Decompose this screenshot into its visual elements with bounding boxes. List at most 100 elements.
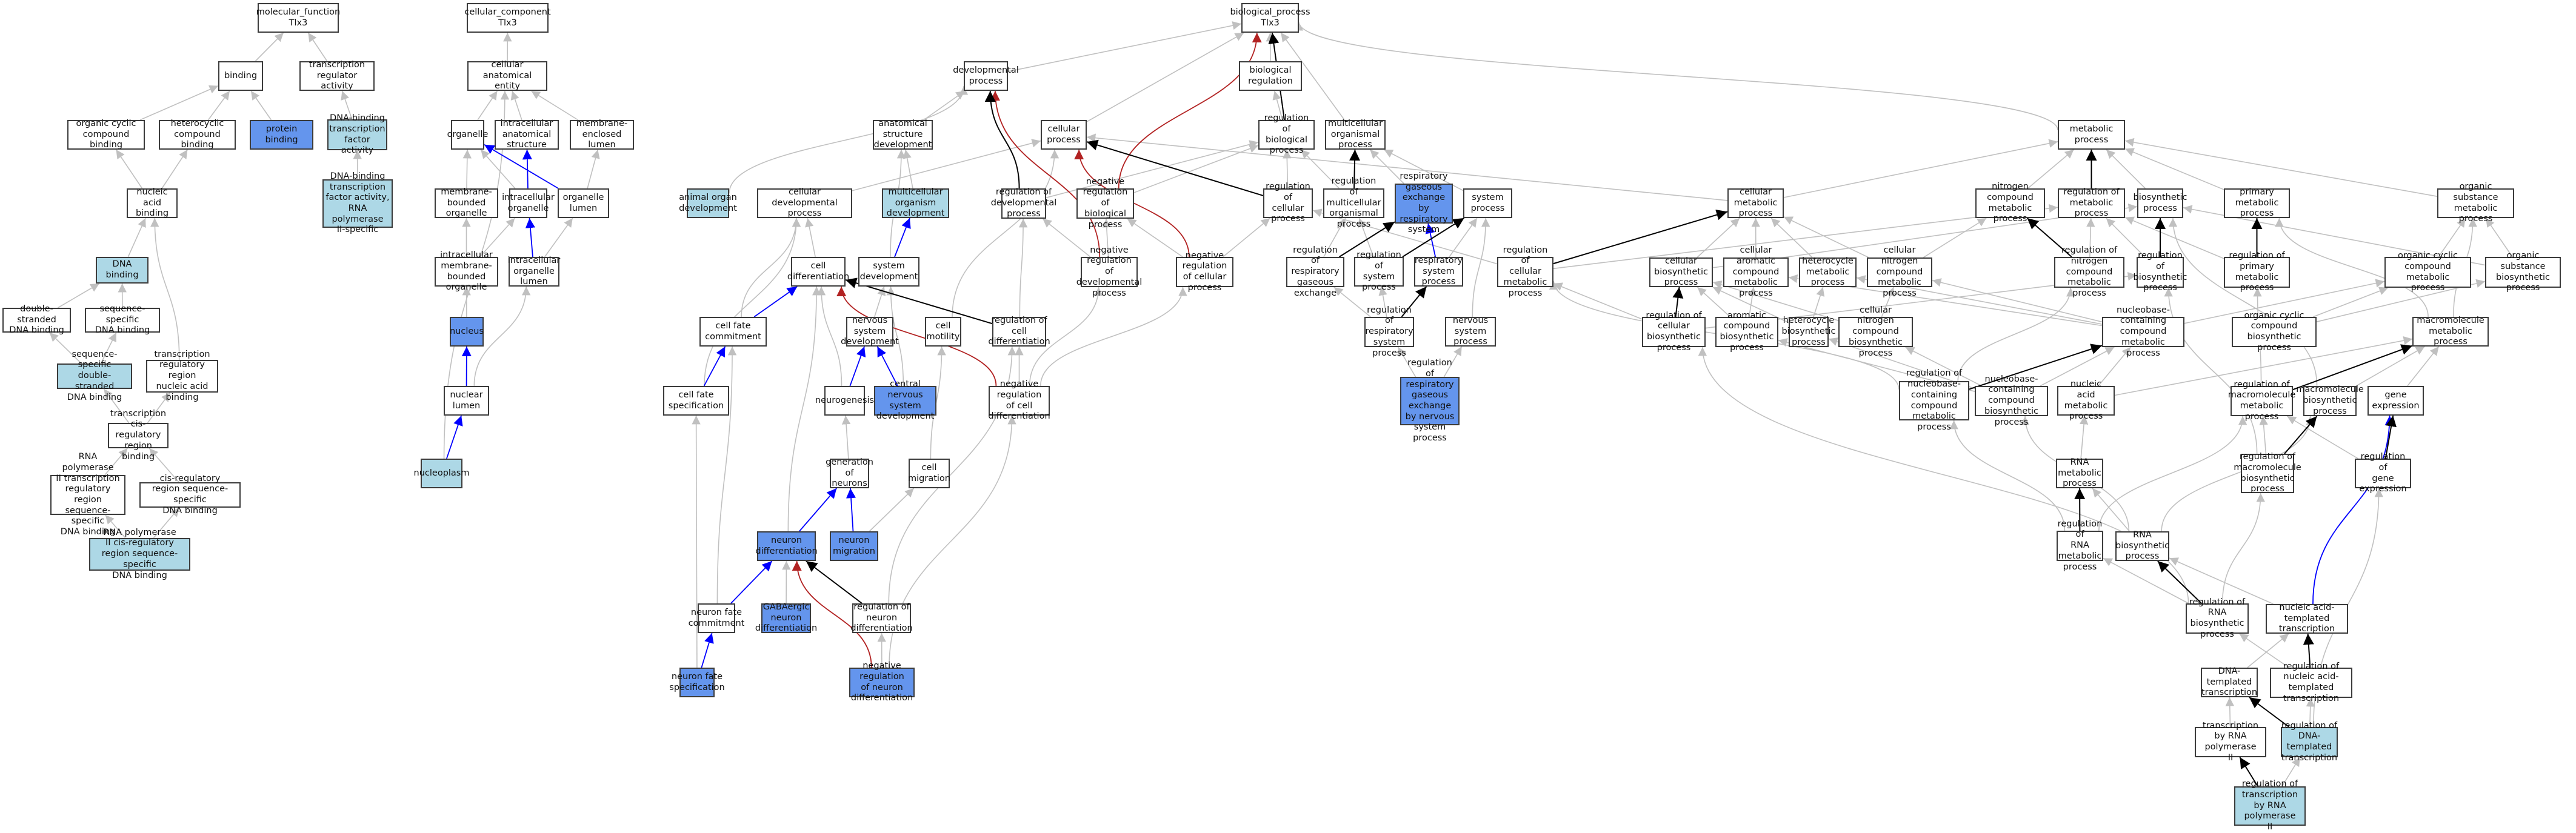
node-cellular-biosynthetic-process[interactable]: cellular biosynthetic process — [1649, 257, 1713, 287]
node-central-nervous-system-development[interactable]: central nervous system development — [874, 386, 936, 416]
node-cellular-metabolic-process[interactable]: cellular metabolic process — [1727, 188, 1784, 218]
node-dbtf-activity-rnap2-specific[interactable]: DNA-binding transcription factor activit… — [322, 179, 393, 228]
node-regulation-of-macromolecule-metabolic-process[interactable]: regulation of macromolecule metabolic pr… — [2231, 386, 2293, 416]
node-intracellular-organelle-lumen[interactable]: intracellular organelle lumen — [509, 257, 559, 287]
node-nucleus[interactable]: nucleus — [450, 317, 484, 347]
node-rna-metabolic-process[interactable]: RNA metabolic process — [2056, 459, 2103, 488]
node-heterocyclic-compound-binding[interactable]: heterocyclic compound binding — [159, 120, 236, 150]
node-regulation-of-cell-differentiation[interactable]: regulation of cell differentiation — [992, 317, 1046, 347]
node-system-process[interactable]: system process — [1463, 188, 1512, 218]
node-regulation-of-biosynthetic-process[interactable]: regulation of biosynthetic process — [2137, 257, 2184, 288]
node-negative-regulation-of-developmental-process[interactable]: negative regulation of developmental pro… — [1081, 257, 1138, 287]
node-organelle-lumen[interactable]: organelle lumen — [558, 188, 609, 218]
node-dna-binding-transcription-factor-activity[interactable]: DNA-binding transcription factor activit… — [327, 119, 387, 150]
node-intracellular-anatomical-structure[interactable]: intracellular anatomical structure — [495, 120, 559, 150]
node-cell-fate-commitment[interactable]: cell fate commitment — [699, 317, 767, 347]
node-dna-binding[interactable]: DNA binding — [96, 257, 148, 284]
node-regulation-of-rna-biosynthetic-process[interactable]: regulation of RNA biosynthetic process — [2186, 603, 2249, 634]
node-negative-regulation-of-biological-process[interactable]: negative regulation of biological proces… — [1076, 188, 1134, 219]
node-regulation-of-transcription-by-rna-polymerase-ii[interactable]: regulation of transcription by RNA polym… — [2234, 786, 2306, 826]
node-nucleic-acid-templated-transcription[interactable]: nucleic acid-templated transcription — [2266, 604, 2348, 634]
node-nucleoplasm[interactable]: nucleoplasm — [421, 459, 462, 488]
node-regulation-of-metabolic-process[interactable]: regulation of metabolic process — [2058, 188, 2125, 218]
node-cellular-process[interactable]: cellular process — [1041, 120, 1087, 150]
node-organelle[interactable]: organelle — [451, 120, 484, 150]
node-cell-motility[interactable]: cell motility — [925, 317, 961, 347]
node-regulation-of-multicellular-organismal-process[interactable]: regulation of multicellular organismal p… — [1323, 188, 1384, 218]
node-metabolic-process[interactable]: metabolic process — [2058, 120, 2125, 150]
node-regulation-of-respiratory-gaseous-exchange[interactable]: regulation of respiratory gaseous exchan… — [1286, 257, 1344, 287]
node-double-stranded-dna-binding[interactable]: double-stranded DNA binding — [2, 308, 71, 333]
node-rna-biosynthetic-process[interactable]: RNA biosynthetic process — [2115, 531, 2169, 561]
node-multicellular-organism-development[interactable]: multicellular organism development — [882, 188, 949, 218]
node-cellular-nitrogen-compound-metabolic-process[interactable]: cellular nitrogen compound metabolic pro… — [1867, 257, 1932, 287]
node-membrane-enclosed-lumen[interactable]: membrane-enclosed lumen — [570, 120, 634, 150]
node-transcription-regulatory-region-nucleic-acid-binding[interactable]: transcription regulatory region nucleic … — [146, 360, 218, 393]
node-organic-cyclic-compound-binding[interactable]: organic cyclic compound binding — [67, 120, 145, 150]
node-negative-regulation-of-neuron-differentiation[interactable]: negative regulation of neuron differenti… — [849, 668, 915, 697]
node-heterocycle-metabolic-process[interactable]: heterocycle metabolic process — [1799, 257, 1857, 287]
node-intracellular-organelle[interactable]: intracellular organelle — [509, 188, 547, 218]
node-regulation-of-developmental-process[interactable]: regulation of developmental process — [1001, 188, 1046, 219]
node-neuron-migration[interactable]: neuron migration — [830, 531, 878, 561]
node-cell-differentiation[interactable]: cell differentiation — [791, 257, 846, 287]
node-neurogenesis[interactable]: neurogenesis — [824, 386, 865, 416]
node-respiratory-system-process[interactable]: respiratory system process — [1414, 257, 1463, 287]
node-negative-regulation-of-cell-differentiation[interactable]: negative regulation of cell differentiat… — [989, 386, 1050, 416]
node-regulation-of-primary-metabolic-process[interactable]: regulation of primary metabolic process — [2224, 257, 2290, 288]
node-multicellular-organismal-process[interactable]: multicellular organismal process — [1325, 120, 1386, 150]
node-binding[interactable]: binding — [218, 61, 263, 91]
node-developmental-process[interactable]: developmental process — [964, 61, 1008, 91]
node-regulation-of-nucleobase-containing-compound-metabolic-process[interactable]: regulation of nucleobase-containing comp… — [1899, 381, 1969, 420]
node-regulation-of-nucleic-acid-templated-transcription[interactable]: regulation of nucleic acid-templated tra… — [2270, 668, 2352, 698]
node-generation-of-neurons[interactable]: generation of neurons — [830, 459, 869, 488]
node-regulation-of-dna-templated-transcription[interactable]: regulation of DNA-templated transcriptio… — [2281, 727, 2338, 757]
node-regulation-of-macromolecule-biosynthetic-process[interactable]: regulation of macromolecule biosynthetic… — [2241, 454, 2294, 493]
node-transcription-cis-regulatory-region-binding[interactable]: transcription cis-regulatory region bind… — [108, 423, 169, 448]
node-aromatic-compound-biosynthetic-process[interactable]: aromatic compound biosynthetic process — [1715, 317, 1778, 347]
node-organic-cyclic-compound-biosynthetic-process[interactable]: organic cyclic compound biosynthetic pro… — [2232, 317, 2317, 347]
node-neuron-fate-specification[interactable]: neuron fate specification — [679, 668, 715, 697]
node-nucleic-acid-metabolic-process[interactable]: nucleic acid metabolic process — [2057, 386, 2115, 416]
node-biosynthetic-process[interactable]: biosynthetic process — [2137, 188, 2183, 218]
node-animal-organ-development[interactable]: animal organ development — [687, 188, 729, 218]
node-regulation-of-cellular-process[interactable]: regulation of cellular process — [1263, 188, 1313, 218]
node-negative-regulation-of-cellular-process[interactable]: negative regulation of cellular process — [1176, 257, 1233, 287]
node-regulation-of-respiratory-gaseous-exchange-by-nervous-system[interactable]: regulation of respiratory gaseous exchan… — [1400, 377, 1460, 425]
node-rnap2-cis-regulatory-region-binding[interactable]: RNA polymerase II cis-regulatory region … — [89, 538, 190, 571]
node-neuron-differentiation[interactable]: neuron differentiation — [757, 531, 816, 561]
node-regulation-of-nitrogen-compound-metabolic-process[interactable]: regulation of nitrogen compound metaboli… — [2054, 257, 2124, 288]
node-nervous-system-process[interactable]: nervous system process — [1445, 317, 1496, 347]
node-gene-expression[interactable]: gene expression — [2367, 386, 2424, 416]
node-regulation-of-rna-metabolic-process[interactable]: regulation of RNA metabolic process — [2057, 531, 2103, 561]
node-cellular-aromatic-compound-metabolic-process[interactable]: cellular aromatic compound metabolic pro… — [1723, 257, 1789, 287]
node-cell-migration[interactable]: cell migration — [909, 459, 950, 488]
node-nuclear-lumen[interactable]: nuclear lumen — [444, 386, 489, 416]
node-heterocycle-biosynthetic-process[interactable]: heterocycle biosynthetic process — [1789, 317, 1829, 347]
node-primary-metabolic-process[interactable]: primary metabolic process — [2224, 188, 2290, 218]
node-gabaergic-neuron-differentiation[interactable]: GABAergic neuron differentiation — [761, 603, 811, 633]
node-nucleobase-containing-compound-biosynthetic-process[interactable]: nucleobase-containing compound biosynthe… — [1975, 386, 2048, 416]
node-respiratory-gaseous-exchange[interactable]: respiratory gaseous exchange by respirat… — [1395, 184, 1453, 224]
node-organic-substance-metabolic-process[interactable]: organic substance metabolic process — [2437, 188, 2514, 218]
node-sequence-specific-double-stranded-dna-binding[interactable]: sequence-specific double-stranded DNA bi… — [57, 363, 132, 389]
node-macromolecule-biosynthetic-process[interactable]: macromolecule biosynthetic process — [2303, 386, 2357, 416]
node-cellular-anatomical-entity[interactable]: cellular anatomical entity — [467, 61, 547, 91]
node-nucleobase-containing-compound-metabolic-process[interactable]: nucleobase-containing compound metabolic… — [2102, 317, 2184, 347]
node-cellular-component-root[interactable]: cellular_component Tlx3 — [467, 3, 549, 33]
node-regulation-of-cellular-biosynthetic-process[interactable]: regulation of cellular biosynthetic proc… — [1642, 317, 1706, 347]
node-regulation-of-cellular-metabolic-process[interactable]: regulation of cellular metabolic process — [1497, 257, 1553, 287]
node-rnap2-transcription-regulatory-region-binding[interactable]: RNA polymerase II transcription regulato… — [50, 475, 125, 515]
node-biological-process-root[interactable]: biological_process Tlx3 — [1241, 3, 1299, 33]
node-regulation-of-neuron-differentiation[interactable]: regulation of neuron differentiation — [852, 603, 911, 633]
node-neuron-fate-commitment[interactable]: neuron fate commitment — [698, 603, 735, 633]
node-system-development[interactable]: system development — [858, 257, 919, 287]
node-regulation-of-gene-expression[interactable]: regulation of gene expression — [2355, 459, 2411, 488]
node-anatomical-structure-development[interactable]: anatomical structure development — [873, 120, 933, 150]
node-macromolecule-metabolic-process[interactable]: macromolecule metabolic process — [2412, 317, 2489, 347]
node-transcription-by-rna-polymerase-ii[interactable]: transcription by RNA polymerase II — [2195, 727, 2266, 757]
node-molecular-function-root[interactable]: molecular_function Tlx3 — [258, 3, 339, 33]
node-sequence-specific-dna-binding[interactable]: sequence-specific DNA binding — [85, 308, 160, 333]
node-dna-templated-transcription[interactable]: DNA-templated transcription — [2201, 668, 2258, 697]
node-regulation-of-respiratory-system-process[interactable]: regulation of respiratory system process — [1364, 317, 1414, 347]
